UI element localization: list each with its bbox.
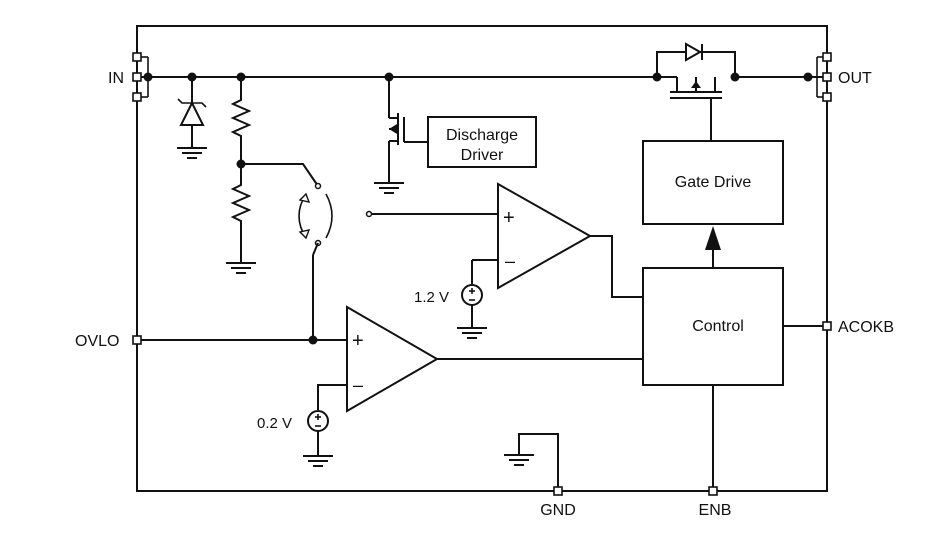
reference-1v2-label: 1.2 V — [414, 289, 449, 306]
in-pin-square[interactable] — [132, 72, 142, 82]
discharge-driver-block — [427, 116, 537, 168]
upper-comparator — [365, 182, 643, 298]
pass-mosfet — [656, 42, 736, 141]
ovlo-selector-switch — [241, 163, 333, 340]
upper-comparator-minus: – — [505, 251, 515, 271]
gnd-connection — [504, 433, 559, 487]
discharge-driver-label-line2: Driver — [461, 147, 504, 164]
gate-drive-block — [642, 140, 784, 225]
lower-comparator-plus: + — [352, 330, 364, 352]
control-label: Control — [692, 318, 744, 335]
in-pin-square-top[interactable] — [132, 52, 142, 62]
discharge-driver-label-line1: Discharge — [446, 127, 518, 144]
discharge-mosfet — [374, 77, 428, 194]
chip-outline — [136, 25, 828, 492]
tvs-diode — [177, 77, 207, 159]
gnd-pin-square[interactable] — [553, 486, 563, 496]
enb-pin-label: ENB — [699, 502, 732, 519]
gnd-pin-label: GND — [540, 502, 576, 519]
out-pin-square[interactable] — [822, 72, 832, 82]
acokb-pin-label: ACOKB — [838, 319, 894, 336]
acokb-pin-square[interactable] — [822, 321, 832, 331]
control-to-gate-arrow — [705, 226, 721, 268]
lower-comparator-minus: – — [353, 375, 363, 395]
out-pin-square-top[interactable] — [822, 52, 832, 62]
reference-0v2-source — [303, 410, 333, 467]
reference-1v2-source — [457, 260, 487, 339]
lower-comparator — [317, 305, 643, 413]
out-pin-square-bottom[interactable] — [822, 92, 832, 102]
enb-pin-square[interactable] — [708, 486, 718, 496]
reference-0v2-label: 0.2 V — [257, 415, 292, 432]
out-pin-label: OUT — [838, 70, 872, 87]
control-block — [642, 267, 784, 386]
resistor-divider — [226, 77, 256, 274]
ovlo-pin-label: OVLO — [75, 333, 119, 350]
in-pin-label: IN — [108, 70, 124, 87]
ovlo-pin-square[interactable] — [132, 335, 142, 345]
gate-drive-label: Gate Drive — [675, 174, 752, 191]
upper-comparator-plus: + — [503, 207, 515, 229]
in-pin-square-bottom[interactable] — [132, 92, 142, 102]
in-pin-cluster — [132, 52, 153, 102]
